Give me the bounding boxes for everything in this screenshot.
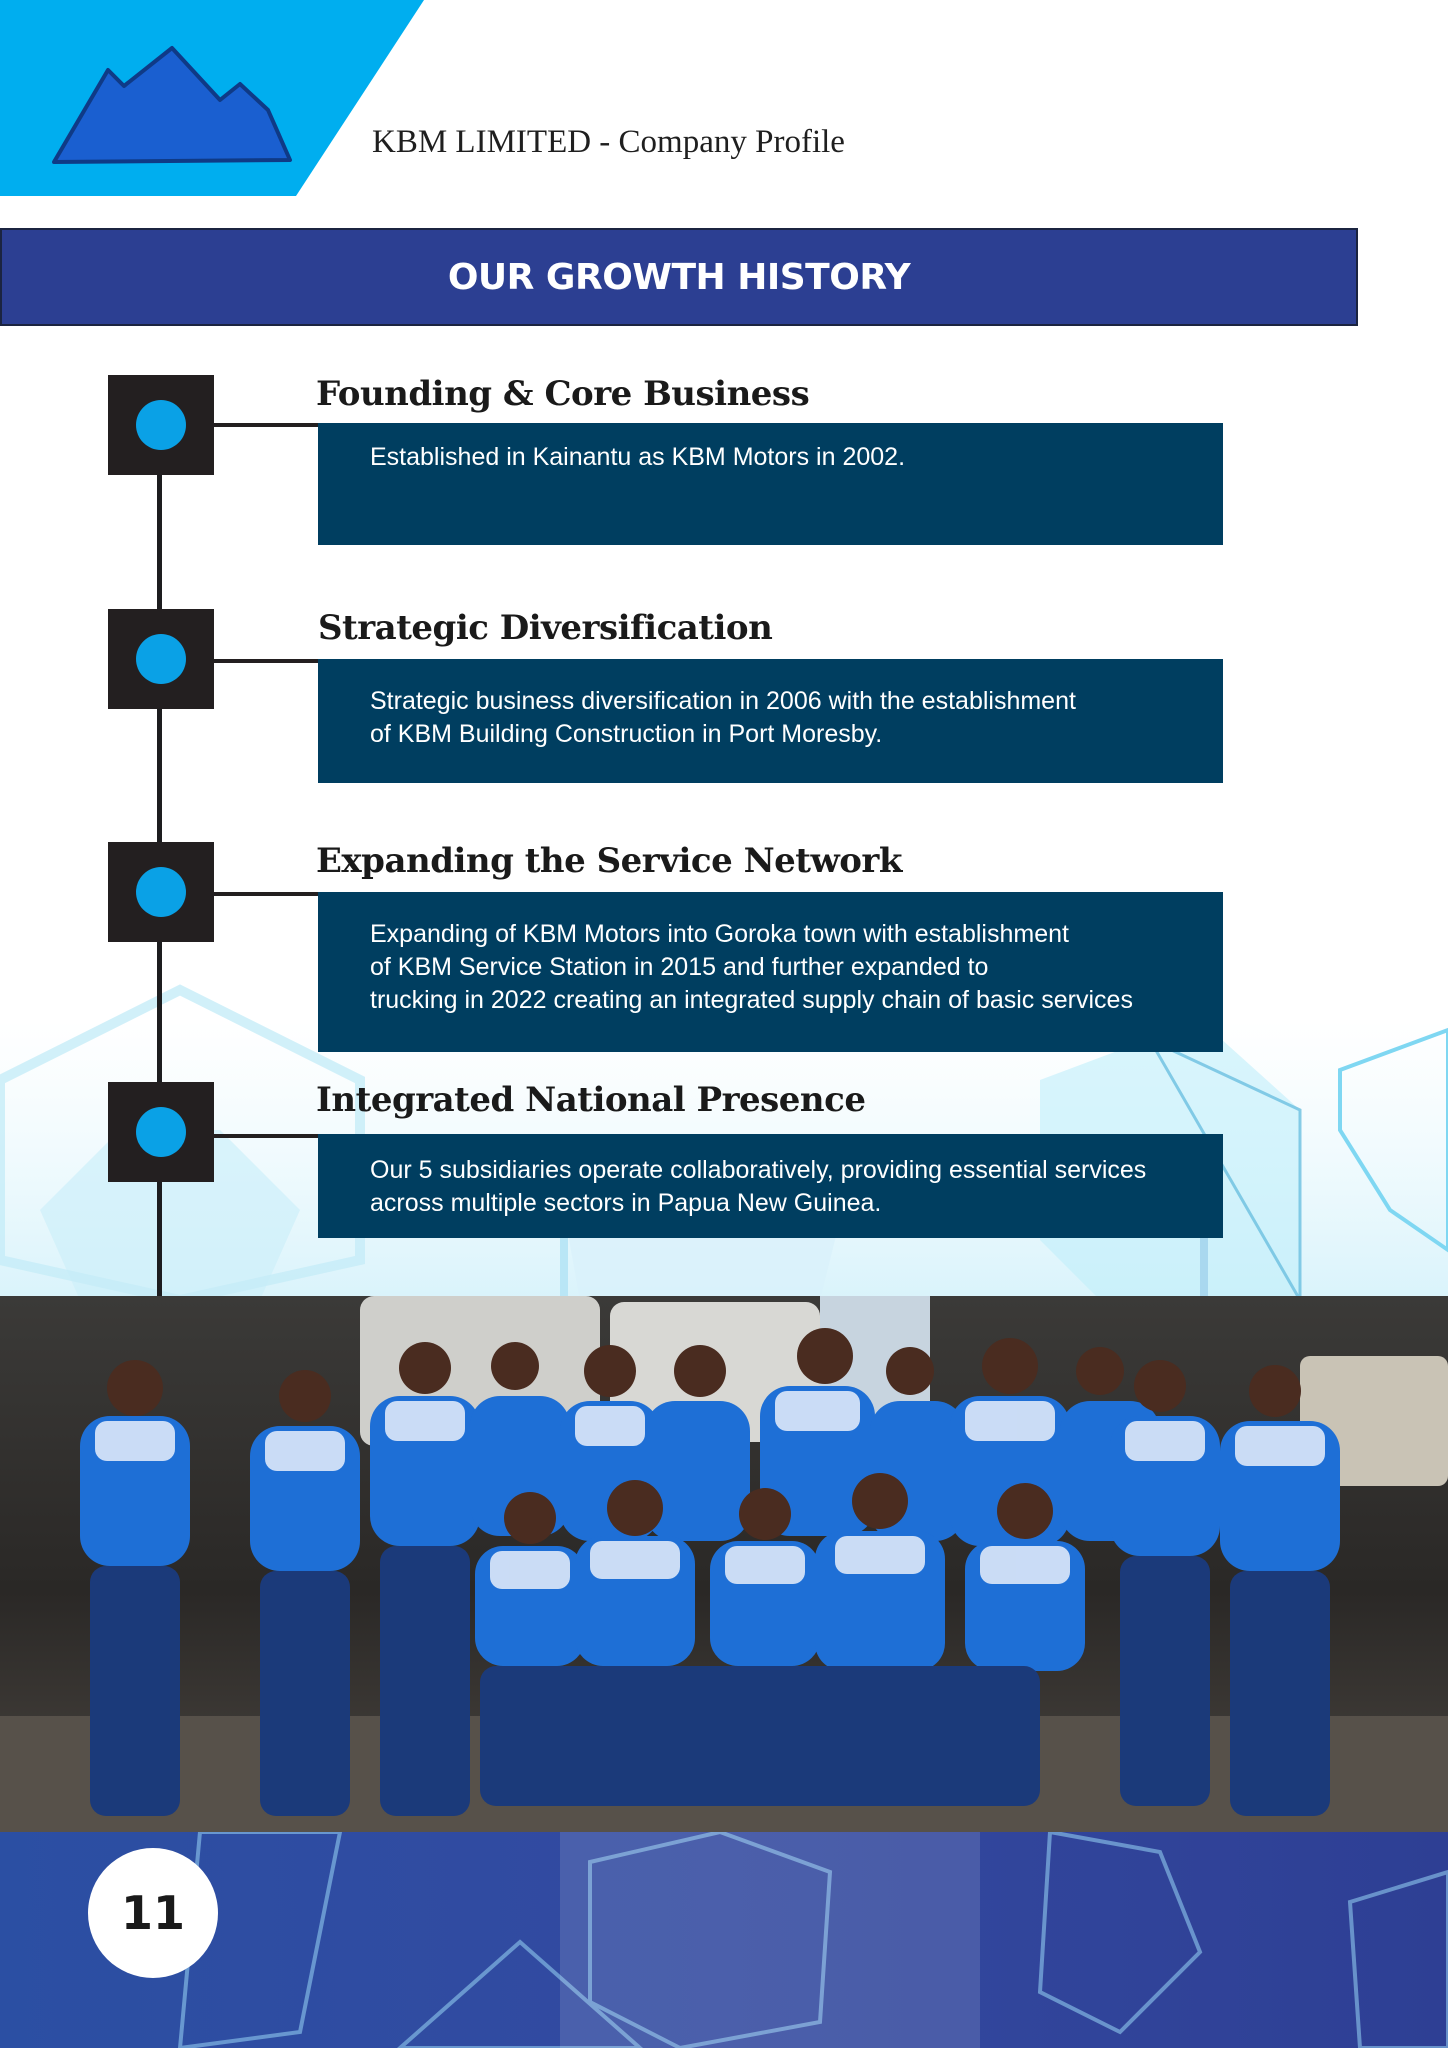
- section-title: OUR GROWTH HISTORY: [447, 256, 911, 298]
- footer-band: [0, 1832, 1448, 2048]
- header-title: KBM LIMITED - Company Profile: [372, 124, 845, 160]
- timeline-marker: [108, 609, 214, 709]
- timeline-marker: [108, 842, 214, 942]
- page-number: 11: [120, 1886, 185, 1940]
- timeline-marker: [108, 1082, 214, 1182]
- timeline-heading: Integrated National Presence: [316, 1080, 866, 1120]
- timeline-dot-icon: [136, 634, 186, 684]
- team-photo: [0, 1296, 1448, 1832]
- timeline-description-box: Established in Kainantu as KBM Motors in…: [318, 423, 1223, 545]
- timeline-dot-icon: [136, 867, 186, 917]
- timeline-dot-icon: [136, 400, 186, 450]
- timeline-heading: Strategic Diversification: [318, 608, 773, 648]
- page-number-badge: 11: [88, 1848, 218, 1978]
- timeline-description: Established in Kainantu as KBM Motors in…: [370, 443, 906, 471]
- header-logo-band: [0, 0, 424, 196]
- timeline-description-box: Our 5 subsidiaries operate collaborative…: [318, 1134, 1223, 1238]
- timeline-heading: Founding & Core Business: [316, 374, 810, 414]
- mountain-logo-icon: [52, 46, 292, 164]
- timeline-description-box: Expanding of KBM Motors into Goroka town…: [318, 892, 1223, 1052]
- team-members: [80, 1328, 1340, 1816]
- timeline-description-box: Strategic business diversification in 20…: [318, 659, 1223, 783]
- timeline-connector: [212, 892, 318, 896]
- timeline-description: Strategic business diversification in 20…: [370, 687, 1076, 748]
- timeline-connector: [212, 659, 318, 663]
- timeline-connector: [212, 423, 318, 427]
- footer-hexagon-pattern: [177, 1832, 1448, 2048]
- timeline-connector: [212, 1134, 318, 1138]
- timeline-description: Our 5 subsidiaries operate collaborative…: [370, 1156, 1147, 1217]
- timeline-marker: [108, 375, 214, 475]
- timeline-description: Expanding of KBM Motors into Goroka town…: [370, 920, 1133, 1014]
- timeline-heading: Expanding the Service Network: [316, 841, 902, 881]
- section-banner: OUR GROWTH HISTORY: [0, 228, 1358, 326]
- timeline-dot-icon: [136, 1107, 186, 1157]
